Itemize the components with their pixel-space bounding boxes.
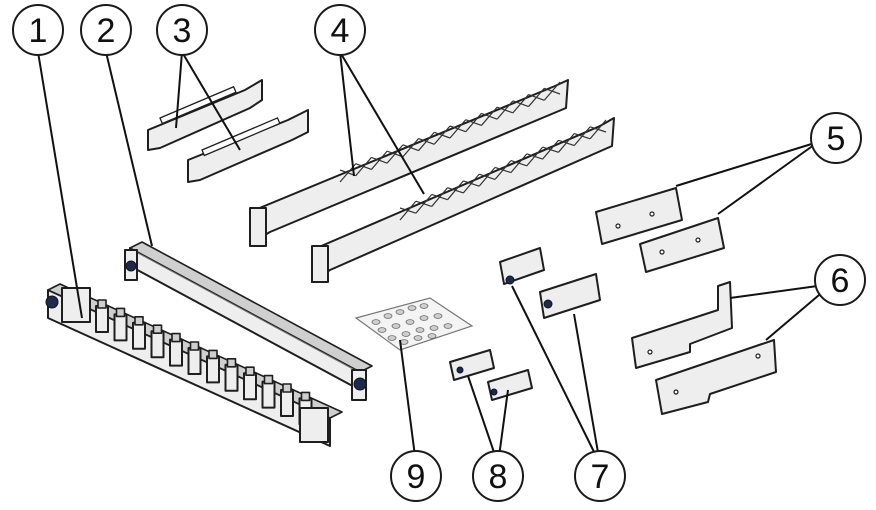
part-9-hardware-bag	[354, 297, 474, 351]
screw-icon	[419, 315, 429, 321]
screw-icon	[419, 303, 429, 309]
rail-lattice	[339, 81, 561, 183]
finger-tab	[263, 374, 274, 385]
bracket-finger	[150, 330, 165, 359]
finger-tab	[208, 349, 218, 360]
screw-icon	[395, 309, 405, 315]
end-flange	[61, 287, 91, 323]
finger-tab	[282, 383, 292, 393]
part-4-long-rails	[249, 79, 615, 283]
callout-label: 7	[591, 458, 610, 496]
finger-tab	[134, 315, 144, 326]
screw-icon	[405, 319, 415, 325]
callout-5: 5	[810, 112, 862, 164]
thumb-screw	[45, 295, 59, 309]
screw-icon	[391, 323, 401, 329]
screw-icon	[401, 331, 411, 337]
part-2-bar	[124, 241, 373, 401]
bracket-finger	[113, 313, 128, 342]
callout-label: 8	[489, 458, 508, 496]
callout-3: 3	[156, 4, 208, 56]
finger-tab	[245, 366, 255, 377]
bracket-finger	[243, 372, 257, 401]
bracket-finger	[95, 305, 109, 333]
callout-label: 1	[29, 12, 48, 50]
part-6-offset-brackets	[631, 281, 777, 415]
callout-label: 2	[97, 12, 116, 50]
callout-7: 7	[574, 450, 626, 502]
bag-screws	[371, 303, 453, 345]
part-3-short-rails	[147, 79, 309, 183]
finger-tab	[189, 341, 200, 351]
part-7-angle-brackets	[499, 247, 601, 319]
callout-label: 4	[331, 12, 350, 50]
screw-icon	[377, 327, 387, 333]
bracket-finger	[224, 363, 239, 392]
finger-tab	[115, 307, 126, 318]
part-1-cable-bracket	[45, 283, 343, 447]
screw-icon	[443, 323, 453, 329]
bracket-finger	[187, 347, 202, 375]
callout-label: 6	[831, 262, 850, 300]
finger-tab	[300, 391, 311, 402]
screw-icon	[371, 319, 381, 325]
bracket-finger	[206, 355, 220, 384]
bracket-finger	[169, 338, 183, 367]
bar-screw	[353, 377, 367, 391]
bracket-finger	[261, 380, 276, 409]
bracket-finger	[280, 389, 294, 417]
leader-lines	[37, 51, 833, 465]
screw-icon	[427, 333, 437, 339]
finger-tab	[152, 324, 163, 335]
screw-icon	[387, 335, 397, 341]
screw-icon	[413, 335, 423, 341]
rail-lattice	[399, 119, 607, 221]
finger-tab	[226, 357, 237, 368]
end-flange	[299, 407, 329, 443]
callout-1: 1	[12, 4, 64, 56]
part-8-small-plates	[449, 349, 533, 401]
screw-icon	[383, 313, 393, 319]
screw-icon	[429, 325, 439, 331]
part-5-plates	[595, 187, 725, 273]
bracket-finger	[132, 321, 146, 350]
callout-label: 9	[407, 458, 426, 496]
screw-icon	[407, 305, 417, 311]
callout-9: 9	[390, 450, 442, 502]
callout-label: 5	[827, 120, 846, 158]
callout-6: 6	[814, 254, 866, 306]
callout-8: 8	[472, 450, 524, 502]
finger-tab	[97, 299, 107, 309]
screw-icon	[433, 313, 443, 319]
bracket-fingers	[95, 299, 313, 426]
callout-label: 3	[173, 12, 192, 50]
bar-screw	[125, 260, 137, 272]
callout-2: 2	[80, 4, 132, 56]
finger-tab	[171, 332, 181, 343]
screw-icon	[415, 327, 425, 333]
callout-4: 4	[314, 4, 366, 56]
